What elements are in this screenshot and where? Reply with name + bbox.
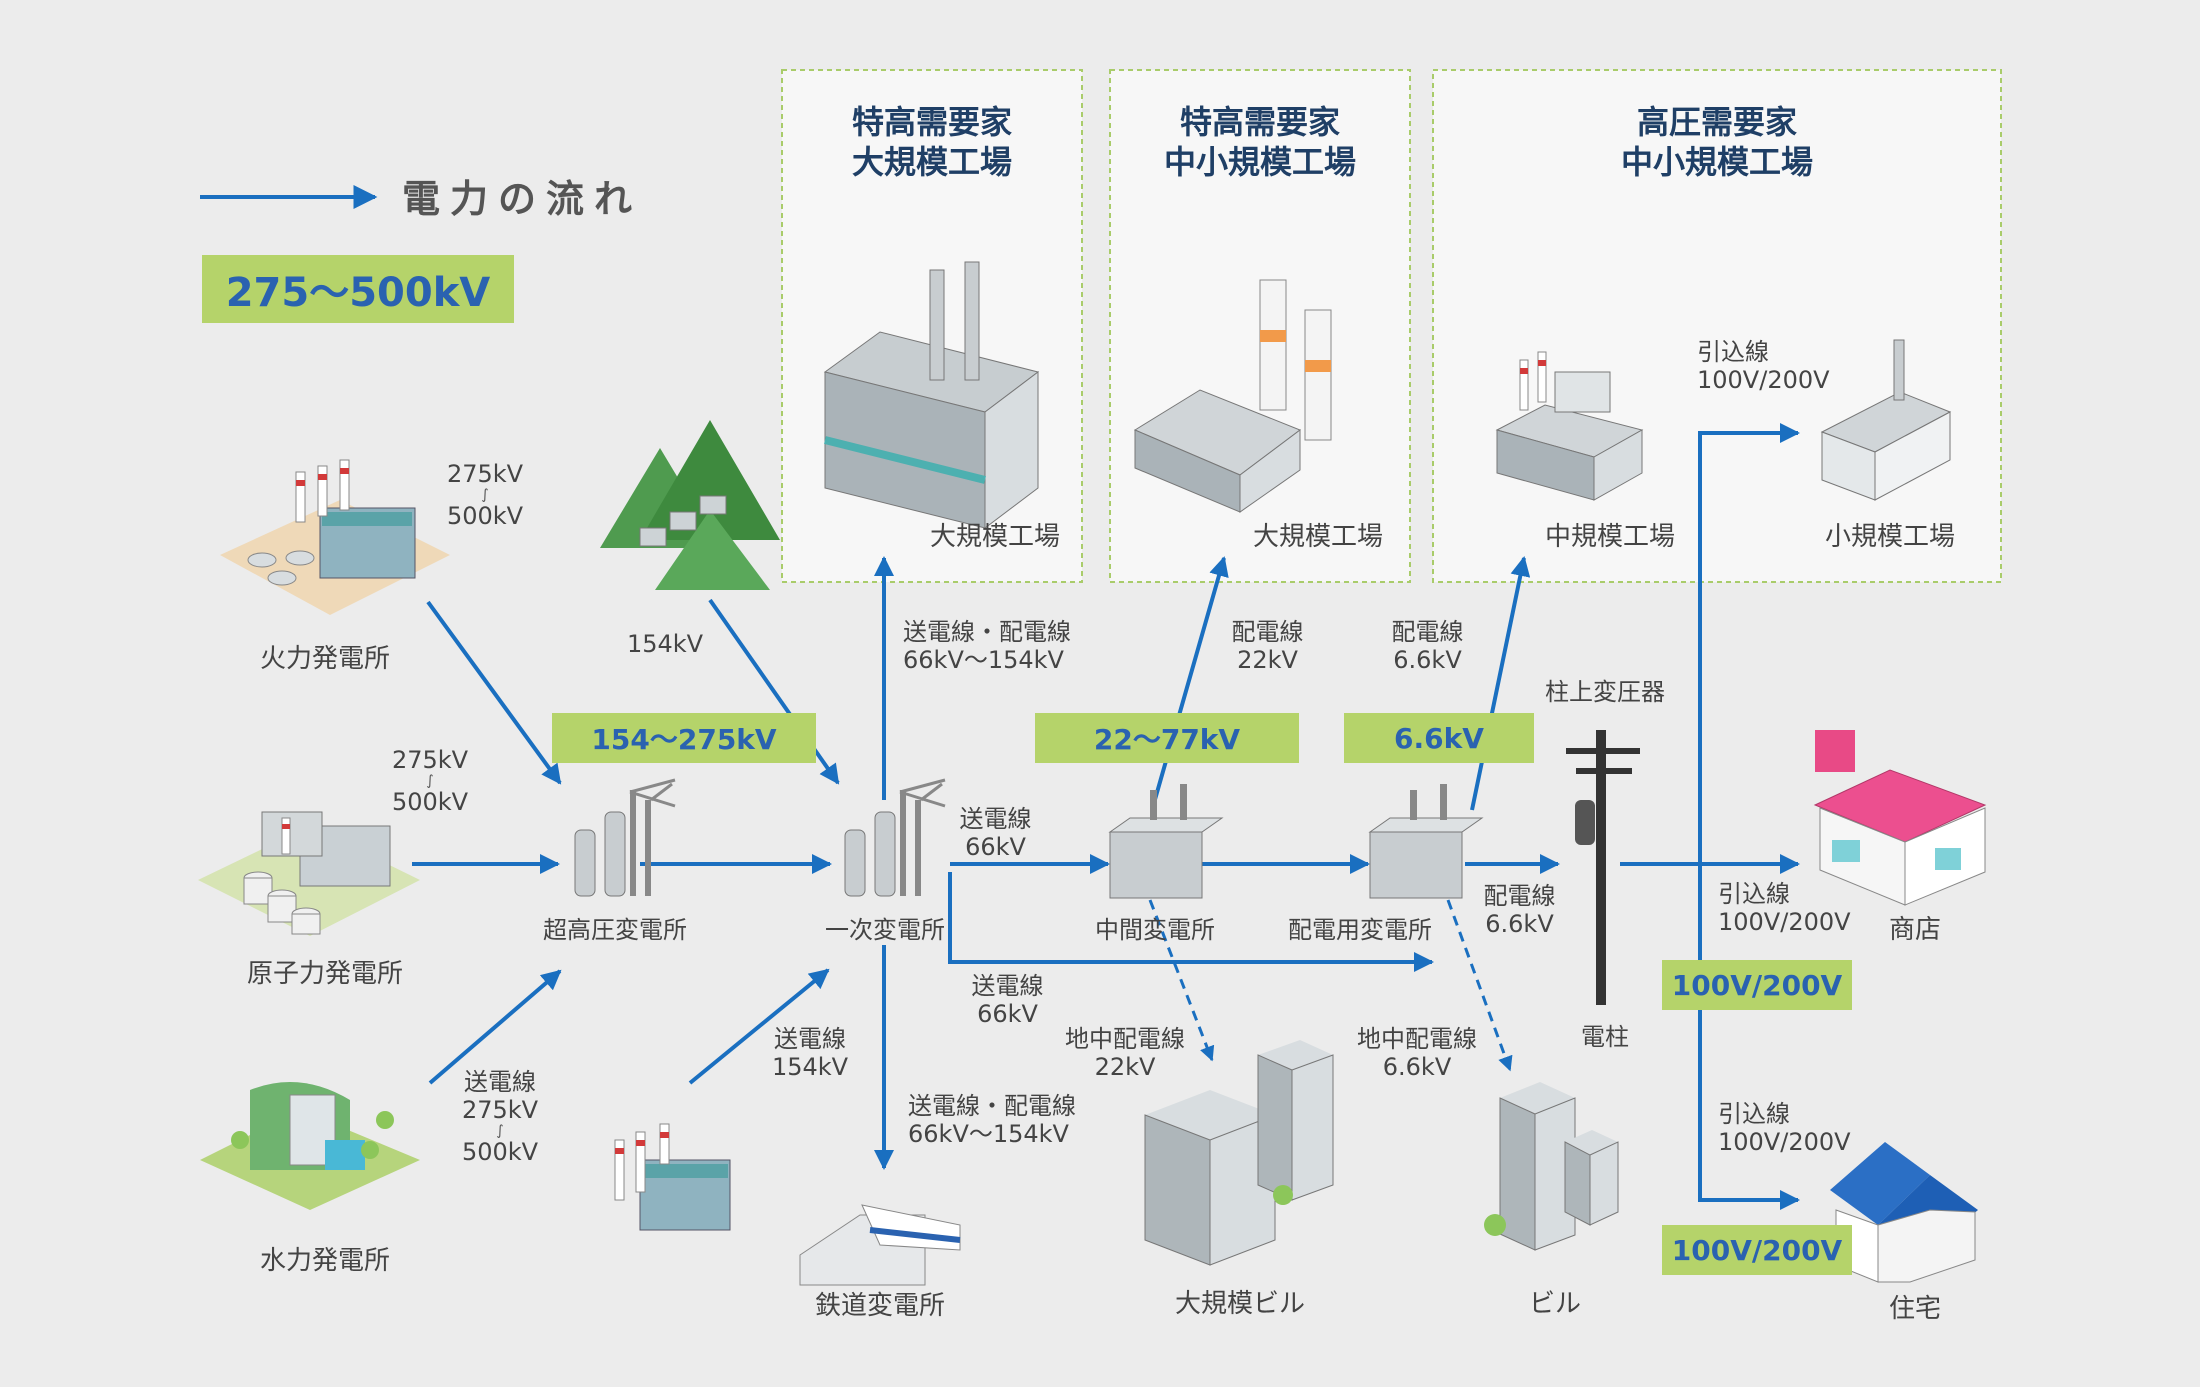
- large-building-label: 大規模ビル: [1174, 1289, 1305, 1319]
- small-factory-icon: [1820, 339, 1952, 501]
- category-title-1: 特高需要家大規模工場: [851, 103, 1012, 181]
- intermediate-substation-icon: [1108, 784, 1224, 899]
- underground-arrows: [1148, 899, 1513, 1072]
- shop-icon: [1813, 730, 1987, 906]
- category-box-3: [1432, 69, 2002, 583]
- distribution-substation-label: 配電用変電所: [1288, 916, 1432, 944]
- railway-substation-label: 鉄道変電所: [814, 1291, 945, 1321]
- medium-factory-label: 中規模工場: [1544, 522, 1675, 552]
- building-icon: [1484, 1082, 1619, 1251]
- legend-text: 電力の流れ: [402, 177, 643, 221]
- nuclear-plant-label: 原子力発電所: [246, 959, 403, 989]
- medium-factory-icon: [1495, 351, 1644, 501]
- house-label: 住宅: [1888, 1294, 1941, 1324]
- distribution-substation-icon: [1368, 784, 1484, 899]
- pole-transformer-label: 柱上変圧器: [1545, 678, 1665, 706]
- pole-label: 電柱: [1581, 1023, 1629, 1051]
- large-factory-2-icon: [1133, 279, 1332, 513]
- voltage-badge-100-200-b: 100V/200V: [1662, 1225, 1852, 1275]
- small-thermal-plant-icon: [614, 1123, 731, 1231]
- large-factory-1-icon: [823, 261, 1040, 530]
- ultra-substation-icon: [574, 778, 676, 897]
- railway-substation-icon: [799, 1204, 961, 1286]
- hydro-plant-label: 水力発電所: [259, 1246, 390, 1276]
- building-label: ビル: [1528, 1289, 1581, 1319]
- hydro-plant-icon: [200, 1082, 420, 1210]
- mountain-voltage-label: 154kV: [626, 630, 704, 658]
- large-factory-2-label: 大規模工場: [1252, 522, 1383, 552]
- thermal-plant-label: 火力発電所: [259, 644, 390, 674]
- ultra-substation-label: 超高圧変電所: [543, 916, 687, 944]
- house-icon: [1830, 1142, 1978, 1283]
- category-title-3: 高圧需要家中小規模工場: [1620, 103, 1813, 181]
- thermal-plant-icon: [220, 459, 450, 615]
- category-title-2: 特高需要家中小規模工場: [1163, 103, 1356, 181]
- nuclear-voltage-label: 275kV∫500kV: [391, 746, 469, 816]
- intermediate-substation-label: 中間変電所: [1095, 916, 1215, 944]
- primary-substation-label: 一次変電所: [825, 916, 945, 944]
- small-factory-label: 小規模工場: [1824, 522, 1955, 552]
- flow-arrows: [412, 423, 1800, 1210]
- large-building-icon: [1144, 1040, 1334, 1266]
- primary-substation-icon: [844, 778, 946, 897]
- voltage-badge-100-200-a: 100V/200V: [1662, 960, 1852, 1010]
- voltage-badge-top: 275～500kV: [202, 255, 514, 323]
- utility-pole-icon: [1566, 730, 1640, 1005]
- shop-label: 商店: [1888, 915, 1941, 945]
- voltage-badge-154-275: 154～275kV: [552, 713, 816, 763]
- mountain-plant-icon: [600, 420, 780, 590]
- large-factory-1-label: 大規模工場: [929, 522, 1060, 552]
- thermal-voltage-label: 275kV∫500kV: [446, 460, 524, 530]
- nuclear-plant-icon: [198, 811, 420, 936]
- voltage-badge-22-77: 22～77kV: [1035, 713, 1299, 763]
- voltage-badge-6-6: 6.6kV: [1344, 713, 1534, 763]
